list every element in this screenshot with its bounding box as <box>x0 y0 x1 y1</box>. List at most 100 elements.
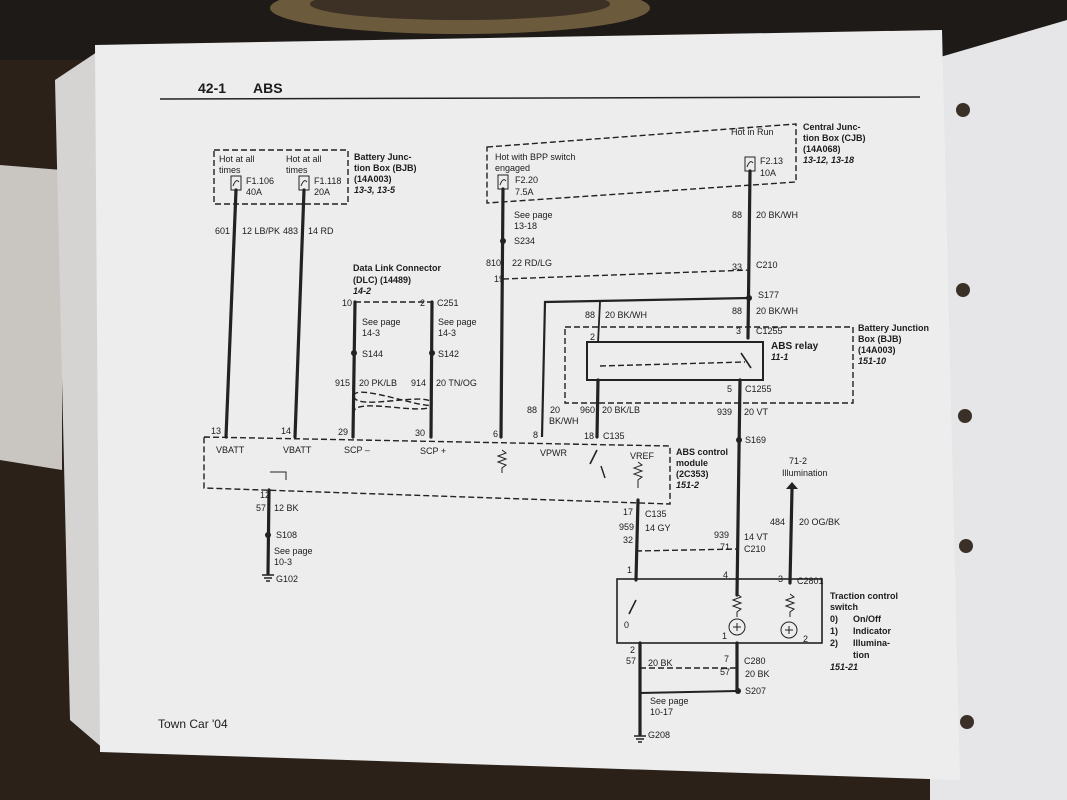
abs-module-box <box>203 436 671 505</box>
pin-label: 29 <box>338 427 348 437</box>
connector-label: C210 <box>744 544 766 554</box>
pin-label: 2 <box>630 645 635 655</box>
binder-hole <box>956 283 970 297</box>
pin-label: 1 <box>627 565 632 575</box>
pin-label: 2 <box>590 332 595 342</box>
wire-601 <box>224 188 238 439</box>
page-edge-stack <box>55 50 105 750</box>
module-switch <box>589 449 598 465</box>
ground-icon <box>262 574 274 582</box>
wire-label: 88 <box>527 405 537 415</box>
module-pin-name: VPWR <box>540 448 568 458</box>
pin-label: 18 <box>584 431 594 441</box>
left-paper-stack <box>0 165 62 470</box>
pin-label: 3 <box>778 574 783 584</box>
header-rule <box>159 96 921 100</box>
splice-dot <box>735 688 741 694</box>
fuse-label: F1.118 <box>314 176 341 186</box>
pin-label: 19 <box>494 274 504 284</box>
pin-label: 13 <box>211 426 221 436</box>
bjb-title: Battery Junc- <box>354 152 412 162</box>
abs-module-title: (2C353) <box>676 469 709 479</box>
illumination-ref: 71-2 <box>789 456 807 466</box>
wire-label: 959 <box>619 522 634 532</box>
wire-label: BK/WH <box>549 416 579 426</box>
hot-label-left: Hot at all <box>219 154 255 164</box>
wire-label: 915 <box>335 378 350 388</box>
splice-dot <box>736 437 742 443</box>
wire-label: 14 RD <box>308 226 334 236</box>
splice-label: S234 <box>514 236 535 246</box>
traction-switch-box <box>616 578 823 644</box>
binder-hole <box>958 409 972 423</box>
footer-model: Town Car '04 <box>158 717 228 731</box>
cjb-title: (14A068) <box>803 144 841 154</box>
ground-label: G208 <box>648 730 670 740</box>
fuse-icon <box>232 180 240 187</box>
cjb-hot-label: Hot in Run <box>731 127 774 137</box>
traction-item: Illumina- <box>853 638 890 648</box>
pin-label: 3 <box>736 326 741 336</box>
traction-item: On/Off <box>853 614 882 624</box>
wire-label: 810 <box>486 258 501 268</box>
bjb-ref: 13-3, 13-5 <box>354 185 396 195</box>
wire-label: 88 <box>732 306 742 316</box>
wire-label: 12 BK <box>274 503 299 513</box>
fuse-icon <box>746 161 754 168</box>
bjb-top-box <box>213 149 349 205</box>
wire-label: 20 BK <box>648 658 673 668</box>
module-ground-stub <box>270 471 287 480</box>
traction-item-num: 1) <box>830 626 838 636</box>
pin-label: 1 <box>722 631 727 641</box>
wire-959 <box>634 498 640 582</box>
relay-label: ABS relay <box>771 341 819 352</box>
connector-label: C280 <box>744 656 766 666</box>
pin-label: 30 <box>415 428 425 438</box>
wire-label: 20 BK/WH <box>756 306 798 316</box>
switch-position: 0 <box>624 620 629 630</box>
system-title: ABS <box>253 80 283 96</box>
splice-label: S177 <box>758 290 779 300</box>
pin-label: 4 <box>723 570 728 580</box>
bpp-fuse-box <box>486 123 797 204</box>
pin-label: 33 <box>732 262 742 272</box>
bpp-hot-label: Hot with BPP switch <box>495 152 575 162</box>
lamp-reflection-inner <box>310 0 610 20</box>
wire-label: 20 PK/LB <box>359 378 397 388</box>
fuse-label: 10A <box>760 168 776 178</box>
wire-label: 939 <box>717 407 732 417</box>
traction-title: switch <box>830 602 858 612</box>
pin-label: 14 <box>281 426 291 436</box>
wire-88-relay-feed <box>597 301 601 344</box>
relay-bjb-title: (14A003) <box>858 345 896 355</box>
pin-label: 10 <box>342 298 352 308</box>
wire-label: 939 <box>714 530 729 540</box>
relay-coil-link <box>599 361 746 367</box>
wire-label: 960 <box>580 405 595 415</box>
see-page-ref: See page <box>650 696 689 706</box>
fuse-label: F2.13 <box>760 156 783 166</box>
module-pin-name: VBATT <box>216 445 245 455</box>
splice-dot <box>265 532 271 538</box>
indicator-lamp-icon <box>733 623 741 631</box>
dlc-title: Data Link Connector <box>353 263 442 273</box>
binder-hole <box>959 539 973 553</box>
wire-label: 22 RD/LG <box>512 258 552 268</box>
wire-label: 88 <box>585 310 595 320</box>
connector-label: C2801 <box>797 576 824 586</box>
traction-item: tion <box>853 650 870 660</box>
connector-label: C251 <box>437 298 459 308</box>
connector-label: C210 <box>756 260 778 270</box>
connector-label: C135 <box>645 509 667 519</box>
see-page-ref: 10-17 <box>650 707 673 717</box>
fuse-label: F1.106 <box>246 176 274 186</box>
onoff-switch <box>628 599 637 615</box>
connector-label: C135 <box>603 431 625 441</box>
wire-label: 20 BK <box>745 669 770 679</box>
pin-label: 17 <box>623 507 633 517</box>
abs-module-title: module <box>676 458 708 468</box>
binder-hole <box>956 103 970 117</box>
illumination-lamp-icon <box>780 621 798 639</box>
fuse-icon <box>499 179 507 186</box>
ground-join <box>639 690 738 694</box>
